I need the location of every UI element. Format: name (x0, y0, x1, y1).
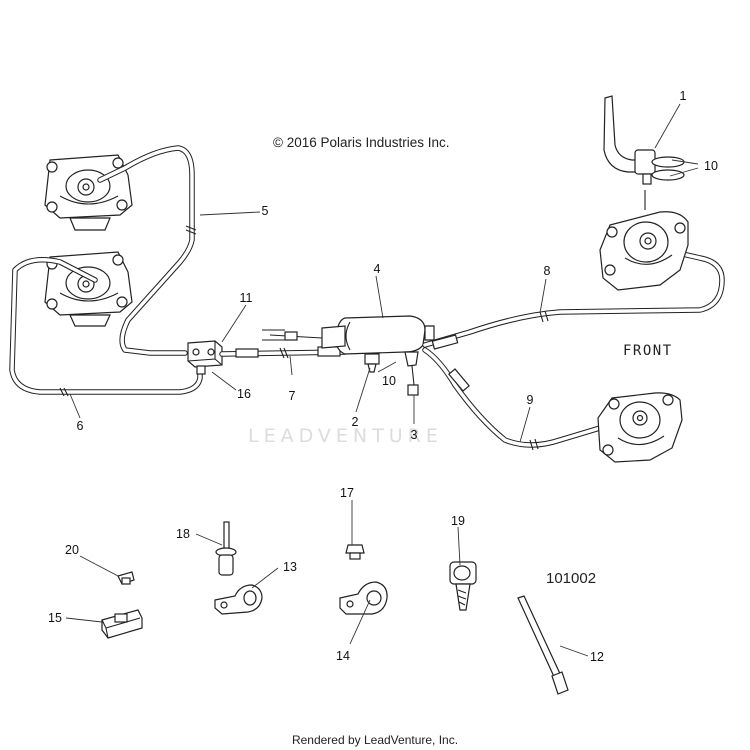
callout-12: 12 (590, 650, 604, 664)
front-label: FRONT (623, 343, 673, 359)
callout-1: 1 (679, 89, 687, 103)
callout-9: 9 (526, 393, 534, 407)
callout-13: 13 (283, 560, 297, 574)
callout-2: 2 (351, 415, 359, 429)
callout-19: 19 (451, 514, 465, 528)
callout-6: 6 (76, 419, 84, 433)
front-caliper-upper (599, 211, 689, 291)
master-cylinder (262, 315, 435, 396)
callout-10-upper: 10 (704, 159, 718, 173)
clamp-14 (339, 581, 388, 615)
brake-tee-block (187, 340, 223, 375)
callout-14: 14 (336, 649, 350, 663)
copyright-text: © 2016 Polaris Industries Inc. (273, 135, 450, 150)
callout-20: 20 (65, 543, 79, 557)
callout-4: 4 (373, 262, 381, 276)
callout-11: 11 (239, 291, 253, 305)
clip-15 (101, 609, 143, 639)
callout-18: 18 (176, 527, 190, 541)
callout-15: 15 (48, 611, 62, 625)
pin-12 (517, 595, 569, 695)
drawing-number: 101002 (546, 570, 597, 587)
watermark: LEADVENTURE (248, 425, 443, 447)
screw-20 (117, 571, 135, 585)
callout-5: 5 (261, 204, 269, 218)
callout-7: 7 (288, 389, 296, 403)
callout-16: 16 (237, 387, 251, 401)
rivet-18 (215, 521, 237, 576)
callout-10-lower: 10 (382, 374, 396, 388)
front-caliper-lower (597, 392, 683, 463)
clamp-13 (214, 584, 263, 615)
banjo-fitting (603, 95, 685, 210)
callout-3: 3 (410, 428, 418, 442)
callout-8: 8 (543, 264, 551, 278)
rear-caliper-upper (44, 154, 133, 231)
clip-19 (449, 561, 477, 611)
footer-credit: Rendered by LeadVenture, Inc. (291, 733, 459, 747)
bolt-17 (345, 544, 365, 560)
callout-17: 17 (340, 486, 354, 500)
